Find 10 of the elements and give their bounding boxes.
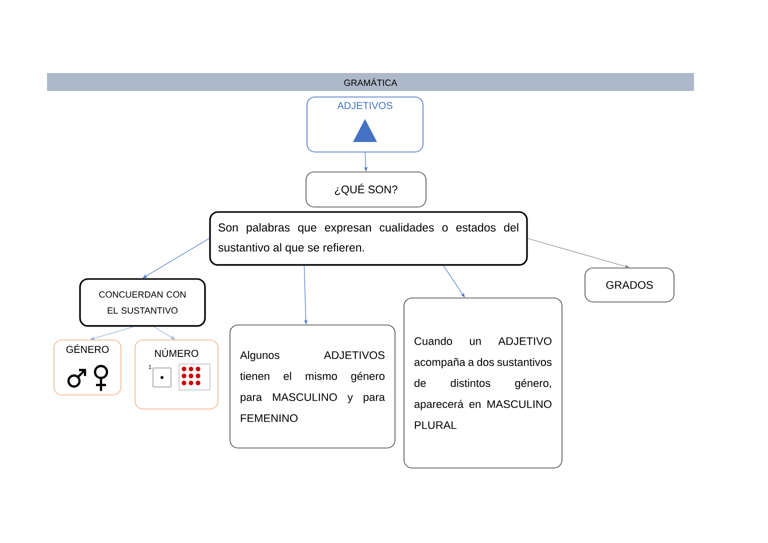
concept-box: CONCUERDAN CON EL SUSTANTIVO [79, 278, 206, 327]
text-box: Cuando un ADJETIVO acompaña a dos sustantivos de distintos género, aparecerá en MASCULINO PLURAL [404, 298, 562, 468]
text-box: Algunos ADJETIVOS tienen el mismo género para MASCULINO y para FEMENINO [230, 324, 396, 448]
definition-box: Son palabras que expresan cualidades o estados del sustantivo al que se refieren. [209, 211, 528, 266]
concept-box: GRADOS [584, 268, 674, 302]
arrow [142, 238, 210, 278]
title-bar: GRAMÁTICA [47, 73, 694, 91]
question-box: ¿QUÉ SON? [306, 172, 426, 208]
concept-box: GÉNERO [54, 340, 122, 396]
concept-box: ADJETIVOS [306, 96, 424, 152]
